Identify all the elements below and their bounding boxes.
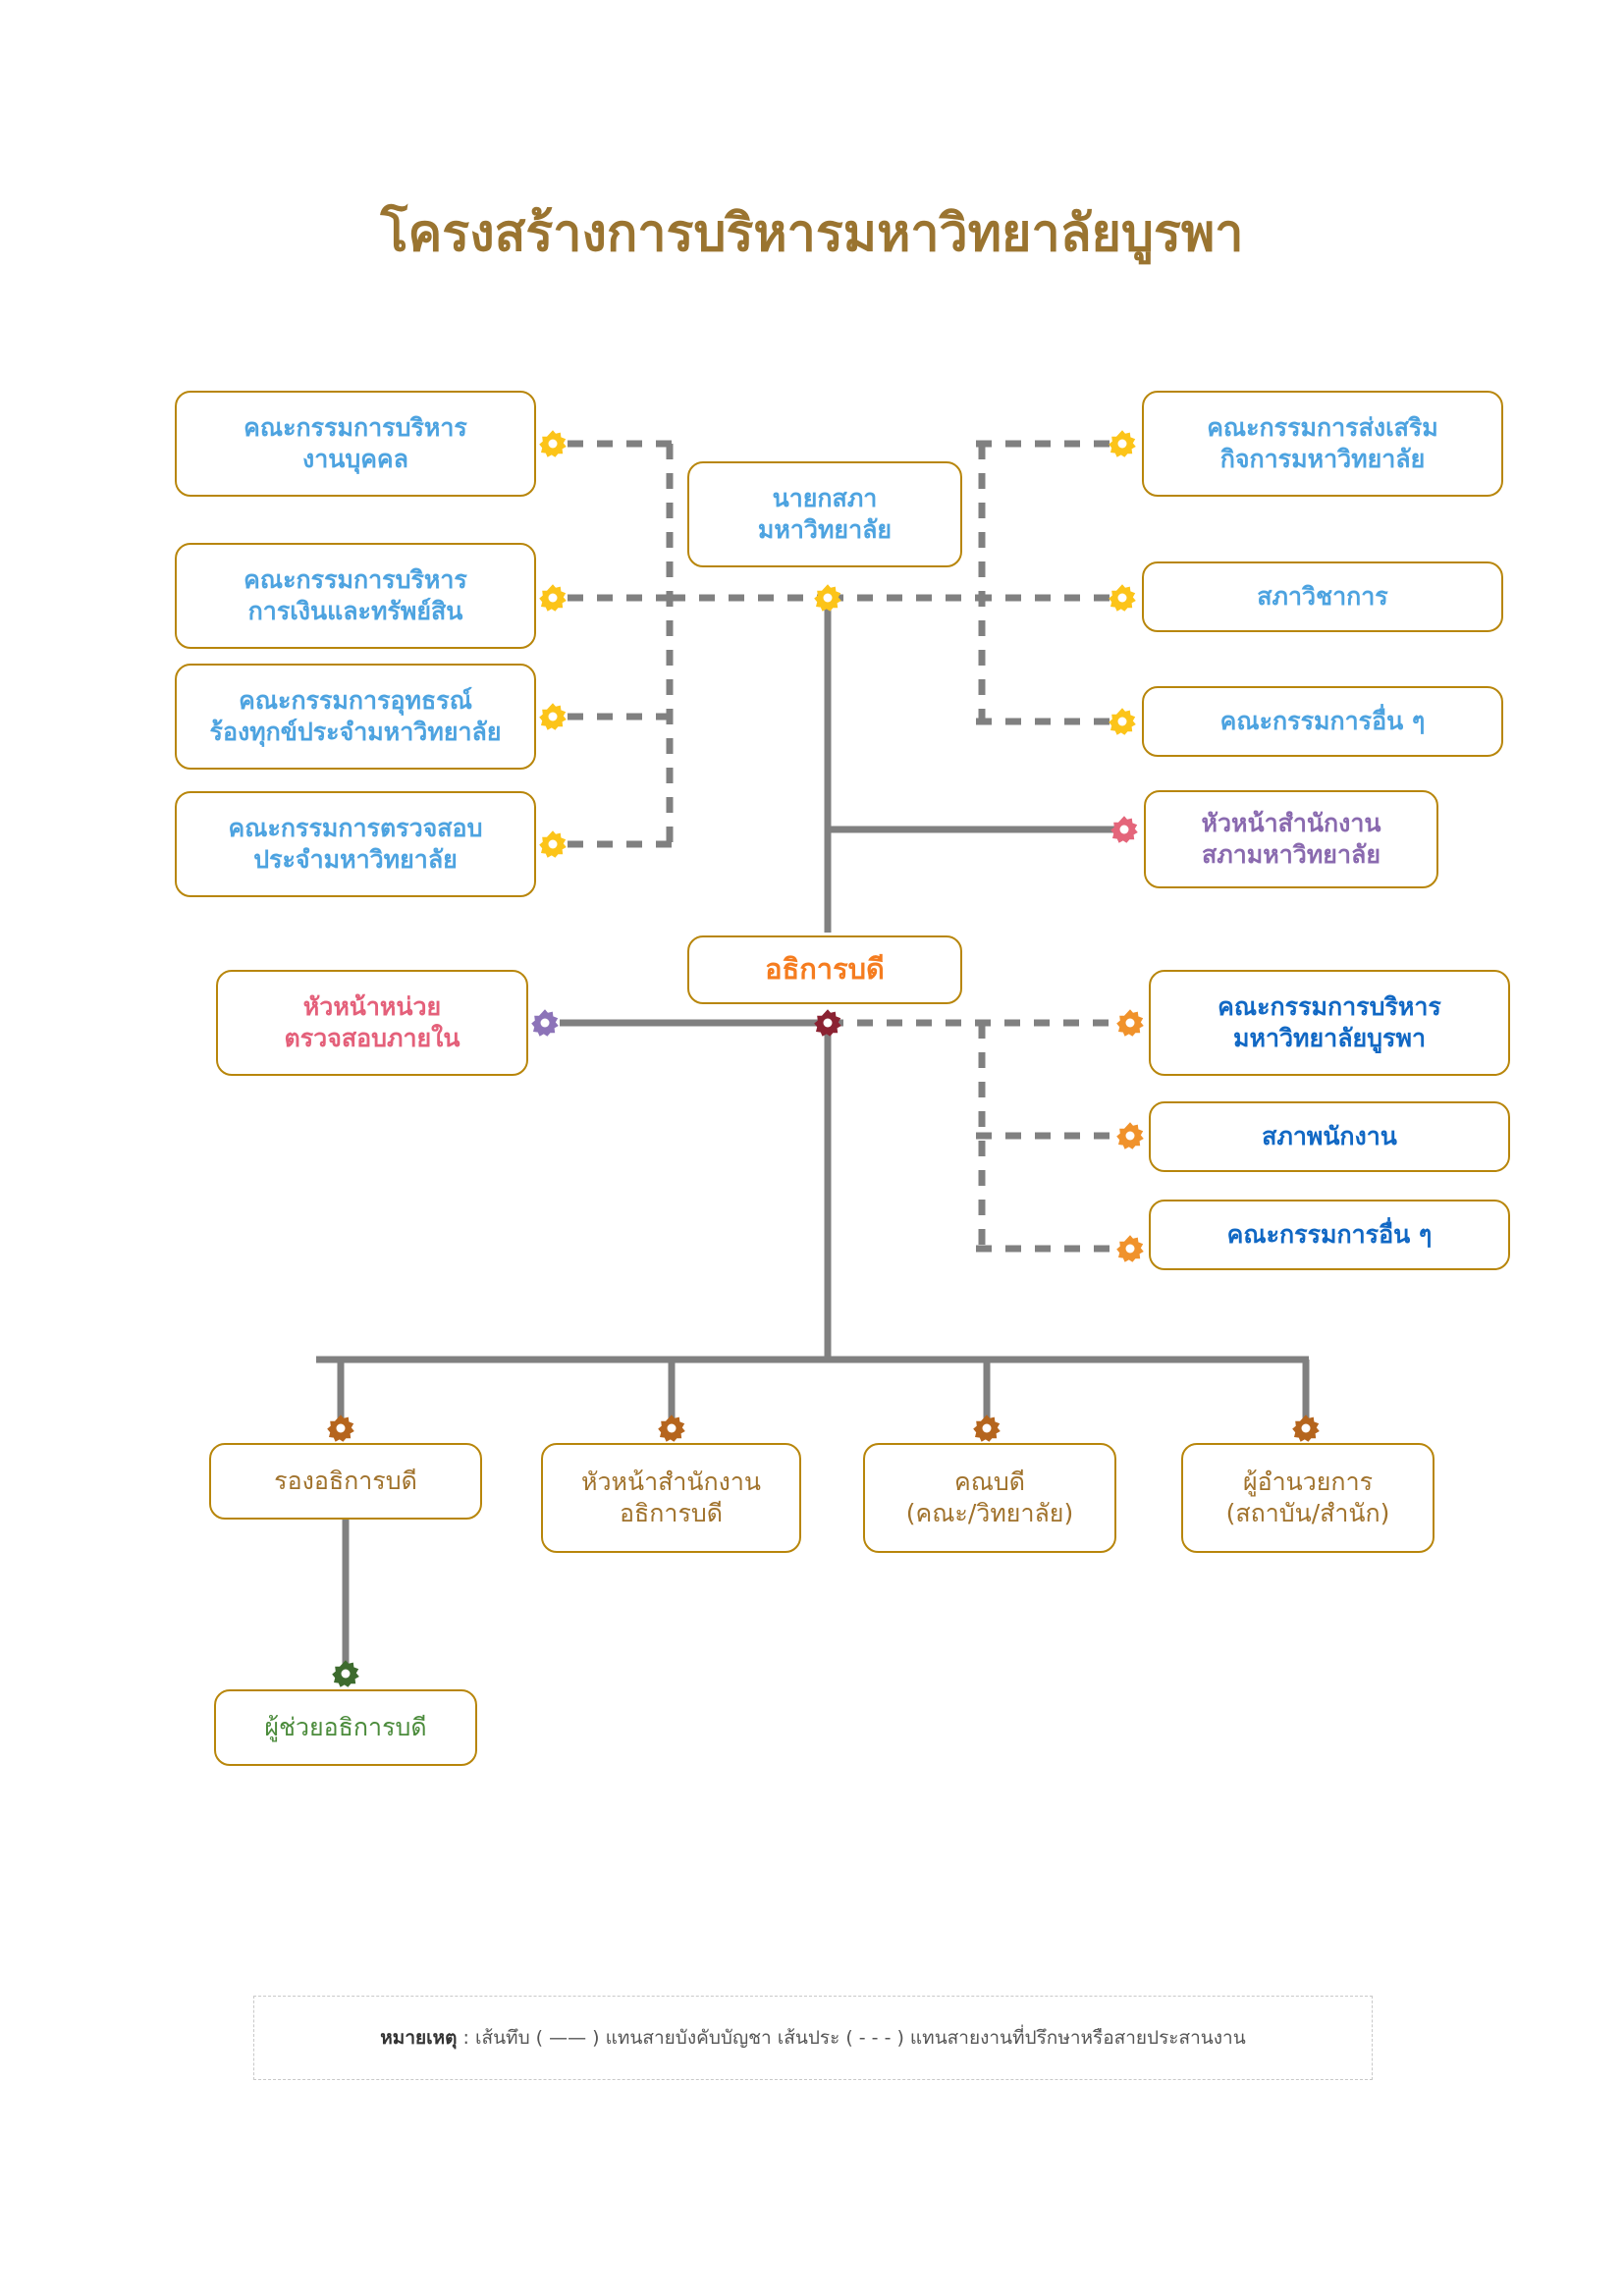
legend-prefix: หมายเหตุ bbox=[380, 2027, 458, 2049]
node-appeal-committee[interactable]: คณะกรรมการอุทธรณ์ร้องทุกข์ประจำมหาวิทยาล… bbox=[175, 664, 536, 770]
node-label: นายกสภามหาวิทยาลัย bbox=[757, 484, 893, 544]
gear-icon-assistant-rector bbox=[331, 1659, 360, 1688]
node-exec-committee[interactable]: คณะกรรมการบริหารมหาวิทยาลัยบูรพา bbox=[1149, 970, 1510, 1076]
node-label: คณะกรรมการบริหารการเงินและทรัพย์สิน bbox=[244, 565, 467, 625]
node-director[interactable]: ผู้อำนวยการ(สถาบัน/สำนัก) bbox=[1181, 1443, 1435, 1553]
node-other-committee-bottom[interactable]: คณะกรรมการอื่น ๆ bbox=[1149, 1200, 1510, 1270]
gear-icon-audit-committee bbox=[538, 829, 568, 859]
gear-icon-hr-committee bbox=[538, 429, 568, 458]
node-label: หัวหน้าสำนักงานอธิการบดี bbox=[581, 1468, 761, 1527]
node-hr-committee[interactable]: คณะกรรมการบริหารงานบุคคล bbox=[175, 391, 536, 497]
node-label: ผู้ช่วยอธิการบดี bbox=[264, 1713, 427, 1741]
node-academic-council[interactable]: สภาวิชาการ bbox=[1142, 561, 1503, 632]
node-label: คณะกรรมการตรวจสอบประจำมหาวิทยาลัย bbox=[228, 814, 483, 874]
node-promotion-committee[interactable]: คณะกรรมการส่งเสริมกิจการมหาวิทยาลัย bbox=[1142, 391, 1503, 497]
node-label: สภาวิชาการ bbox=[1257, 582, 1388, 611]
gear-icon-promotion-committee bbox=[1108, 429, 1137, 458]
node-internal-audit-head[interactable]: หัวหน้าหน่วยตรวจสอบภายใน bbox=[216, 970, 528, 1076]
legend-text: หมายเหตุ : เส้นทึบ ( —— ) แทนสายบังคับบั… bbox=[380, 2023, 1245, 2053]
node-label: อธิการบดี bbox=[765, 952, 885, 987]
node-vice-rector[interactable]: รองอธิการบดี bbox=[209, 1443, 482, 1520]
page-title: โครงสร้างการบริหารมหาวิทยาลัยบูรพา bbox=[380, 204, 1244, 263]
node-assistant-rector[interactable]: ผู้ช่วยอธิการบดี bbox=[214, 1689, 477, 1766]
node-staff-council[interactable]: สภาพนักงาน bbox=[1149, 1101, 1510, 1172]
node-finance-committee[interactable]: คณะกรรมการบริหารการเงินและทรัพย์สิน bbox=[175, 543, 536, 649]
node-rector-office-head[interactable]: หัวหน้าสำนักงานอธิการบดี bbox=[541, 1443, 801, 1553]
gear-icon-academic-council bbox=[1108, 583, 1137, 613]
node-dean[interactable]: คณบดี(คณะ/วิทยาลัย) bbox=[863, 1443, 1116, 1553]
node-label: คณะกรรมการบริหารมหาวิทยาลัยบูรพา bbox=[1218, 992, 1441, 1052]
gear-icon-rector-office-head bbox=[657, 1414, 686, 1443]
gear-icon-vice-rector bbox=[326, 1414, 355, 1443]
node-label: รองอธิการบดี bbox=[274, 1467, 417, 1495]
gear-icon-other-committee-top bbox=[1108, 707, 1137, 736]
node-label: คณะกรรมการอื่น ๆ bbox=[1219, 707, 1426, 735]
gear-icon-other-committee-bottom bbox=[1115, 1234, 1145, 1263]
node-rector[interactable]: อธิการบดี bbox=[687, 935, 962, 1004]
legend-box: หมายเหตุ : เส้นทึบ ( —— ) แทนสายบังคับบั… bbox=[253, 1996, 1373, 2080]
node-council-chair[interactable]: นายกสภามหาวิทยาลัย bbox=[687, 461, 962, 567]
gear-icon-council-office-head bbox=[1110, 815, 1139, 844]
node-label: คณะกรรมการส่งเสริมกิจการมหาวิทยาลัย bbox=[1207, 413, 1438, 473]
node-label: คณบดี(คณะ/วิทยาลัย) bbox=[905, 1468, 1074, 1527]
node-audit-committee[interactable]: คณะกรรมการตรวจสอบประจำมหาวิทยาลัย bbox=[175, 791, 536, 897]
node-label: คณะกรรมการอื่น ๆ bbox=[1226, 1220, 1433, 1249]
node-label: สภาพนักงาน bbox=[1262, 1122, 1397, 1150]
node-other-committee-top[interactable]: คณะกรรมการอื่น ๆ bbox=[1142, 686, 1503, 757]
gear-icon-appeal-committee bbox=[538, 702, 568, 731]
node-label: หัวหน้าสำนักงานสภามหาวิทยาลัย bbox=[1201, 809, 1381, 869]
gear-icon-internal-audit-head bbox=[530, 1008, 560, 1038]
gear-icon-rector-hub bbox=[813, 1008, 842, 1038]
node-label: คณะกรรมการอุทธรณ์ร้องทุกข์ประจำมหาวิทยาล… bbox=[209, 686, 502, 746]
gear-icon-director bbox=[1291, 1414, 1321, 1443]
gear-icon-finance-committee bbox=[538, 583, 568, 613]
gear-icon-dean bbox=[972, 1414, 1001, 1443]
node-council-office-head[interactable]: หัวหน้าสำนักงานสภามหาวิทยาลัย bbox=[1144, 790, 1438, 888]
legend-body: : เส้นทึบ ( —— ) แทนสายบังคับบัญชา เส้นป… bbox=[457, 2027, 1246, 2049]
node-label: คณะกรรมการบริหารงานบุคคล bbox=[244, 413, 467, 473]
node-label: ผู้อำนวยการ(สถาบัน/สำนัก) bbox=[1225, 1468, 1390, 1527]
gear-icon-council-hub bbox=[813, 583, 842, 613]
node-label: หัวหน้าหน่วยตรวจสอบภายใน bbox=[284, 992, 460, 1052]
gear-icon-exec-committee bbox=[1115, 1008, 1145, 1038]
gear-icon-staff-council bbox=[1115, 1121, 1145, 1150]
